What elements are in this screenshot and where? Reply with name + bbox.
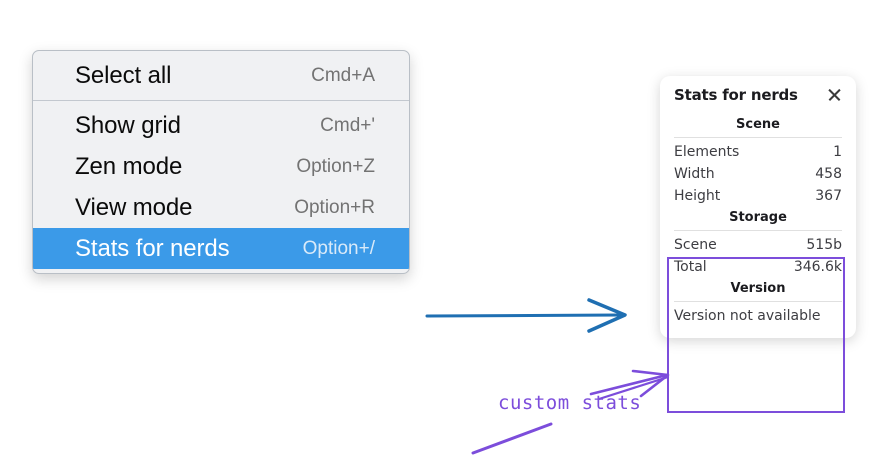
divider [674,137,842,138]
menu-item-stats-for-nerds[interactable]: Stats for nerds Option+/ [33,228,409,269]
stats-for-nerds-panel: Stats for nerds Scene Elements 1 Width 4… [660,76,856,338]
section-heading-scene: Scene [736,117,780,132]
menu-item-show-grid[interactable]: Show grid Cmd+' [33,105,409,146]
divider [674,301,842,302]
menu-item-select-all[interactable]: Select all Cmd+A [33,55,409,96]
section-heading-version: Version [730,281,786,296]
menu-item-view-mode[interactable]: View mode Option+R [33,187,409,228]
custom-stats-underline [471,422,553,455]
menu-item-shortcut: Cmd+' [320,114,375,136]
stat-label: Width [674,166,715,182]
stat-value: 1 [833,144,842,160]
handwritten-annotation-label: custom stats [498,392,642,414]
page-title: Stats for nerds [674,86,798,104]
stat-value: 346.6k [793,259,842,275]
stat-row-total-storage: Total 346.6k [674,256,842,278]
stat-row-scene-storage: Scene 515b [674,234,842,256]
stat-value: 458 [815,166,842,182]
menu-item-label: Show grid [75,111,181,139]
version-note: Version not available [674,308,821,324]
menu-item-label: Stats for nerds [75,234,230,262]
menu-item-shortcut: Option+R [294,196,375,218]
section-heading-storage: Storage [729,210,787,225]
stat-label: Total [674,259,707,275]
menu-group-1: Select all Cmd+A [33,51,409,100]
menu-item-shortcut: Cmd+A [311,64,375,86]
stat-label: Height [674,188,721,204]
menu-to-panel-arrow [425,298,627,333]
menu-item-zen-mode[interactable]: Zen mode Option+Z [33,146,409,187]
stat-label: Scene [674,237,717,253]
menu-item-label: View mode [75,193,193,221]
panel-header: Stats for nerds [674,86,842,104]
divider [674,230,842,231]
stat-row-width: Width 458 [674,163,842,185]
stat-label: Elements [674,144,740,160]
context-menu[interactable]: Select all Cmd+A Show grid Cmd+' Zen mod… [32,50,410,274]
menu-item-label: Zen mode [75,152,183,180]
stat-value: 515b [806,237,842,253]
menu-item-shortcut: Option+Z [296,155,375,177]
menu-group-2: Show grid Cmd+' Zen mode Option+Z View m… [33,100,409,273]
stat-row-elements: Elements 1 [674,141,842,163]
stat-row-height: Height 367 [674,185,842,207]
stat-value: 367 [815,188,842,204]
menu-item-shortcut: Option+/ [302,237,375,259]
menu-item-label: Select all [75,61,172,89]
close-icon[interactable] [826,87,842,103]
